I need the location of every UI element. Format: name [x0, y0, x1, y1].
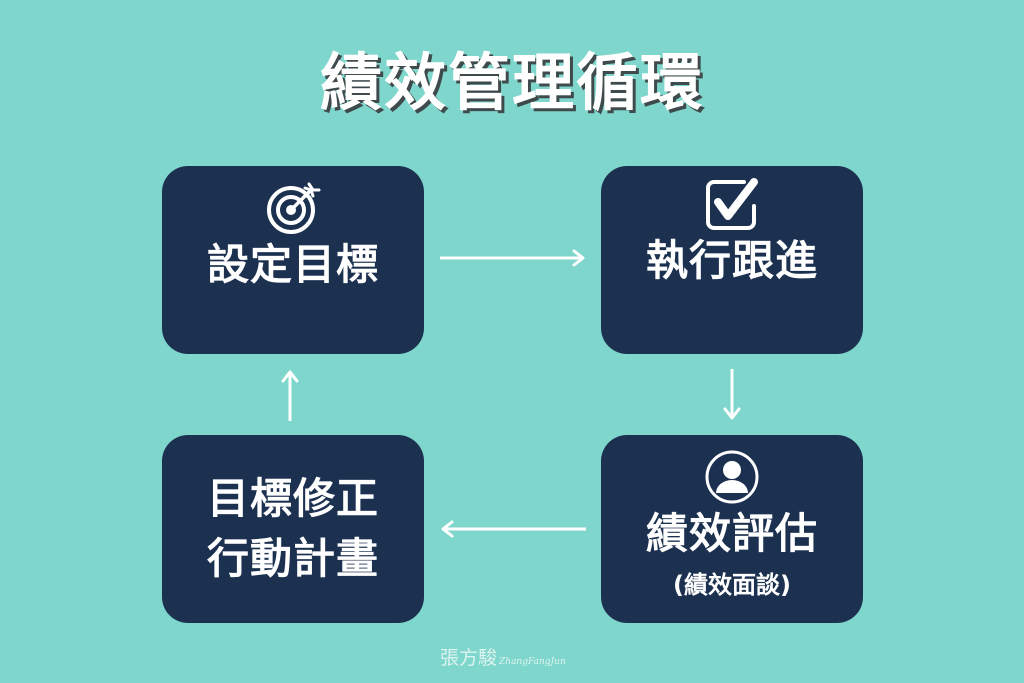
step-box-revise-plan: 目標修正 行動計畫 — [162, 435, 424, 623]
step-box-performance-evaluation: 績效評估 (績效面談) — [601, 435, 863, 623]
arrow-up-icon — [281, 370, 299, 421]
step-box-set-goals: 設定目標 — [162, 166, 424, 354]
step-label-line1: 目標修正 — [206, 473, 379, 523]
step-label: 設定目標 — [206, 240, 379, 289]
author-signature: 張方駿 ZhangFangJun — [440, 643, 566, 670]
diagram-title: 績效管理循環 — [319, 46, 704, 119]
arrow-left-icon — [441, 520, 586, 538]
step-sublabel: (績效面談) — [673, 571, 791, 600]
step-label: 績效評估 — [645, 509, 818, 558]
user-circle-icon — [705, 450, 759, 504]
arrow-right-icon — [440, 249, 585, 267]
arrow-down-icon — [723, 369, 741, 420]
step-label: 執行跟進 — [645, 236, 818, 285]
target-icon — [267, 182, 321, 234]
step-label-line2: 行動計畫 — [206, 534, 379, 583]
checkbox-check-icon — [706, 178, 758, 230]
signature-chinese: 張方駿 — [440, 647, 498, 669]
signature-latin: ZhangFangJun — [499, 657, 566, 667]
step-box-execute-follow-up: 執行跟進 — [601, 166, 863, 354]
